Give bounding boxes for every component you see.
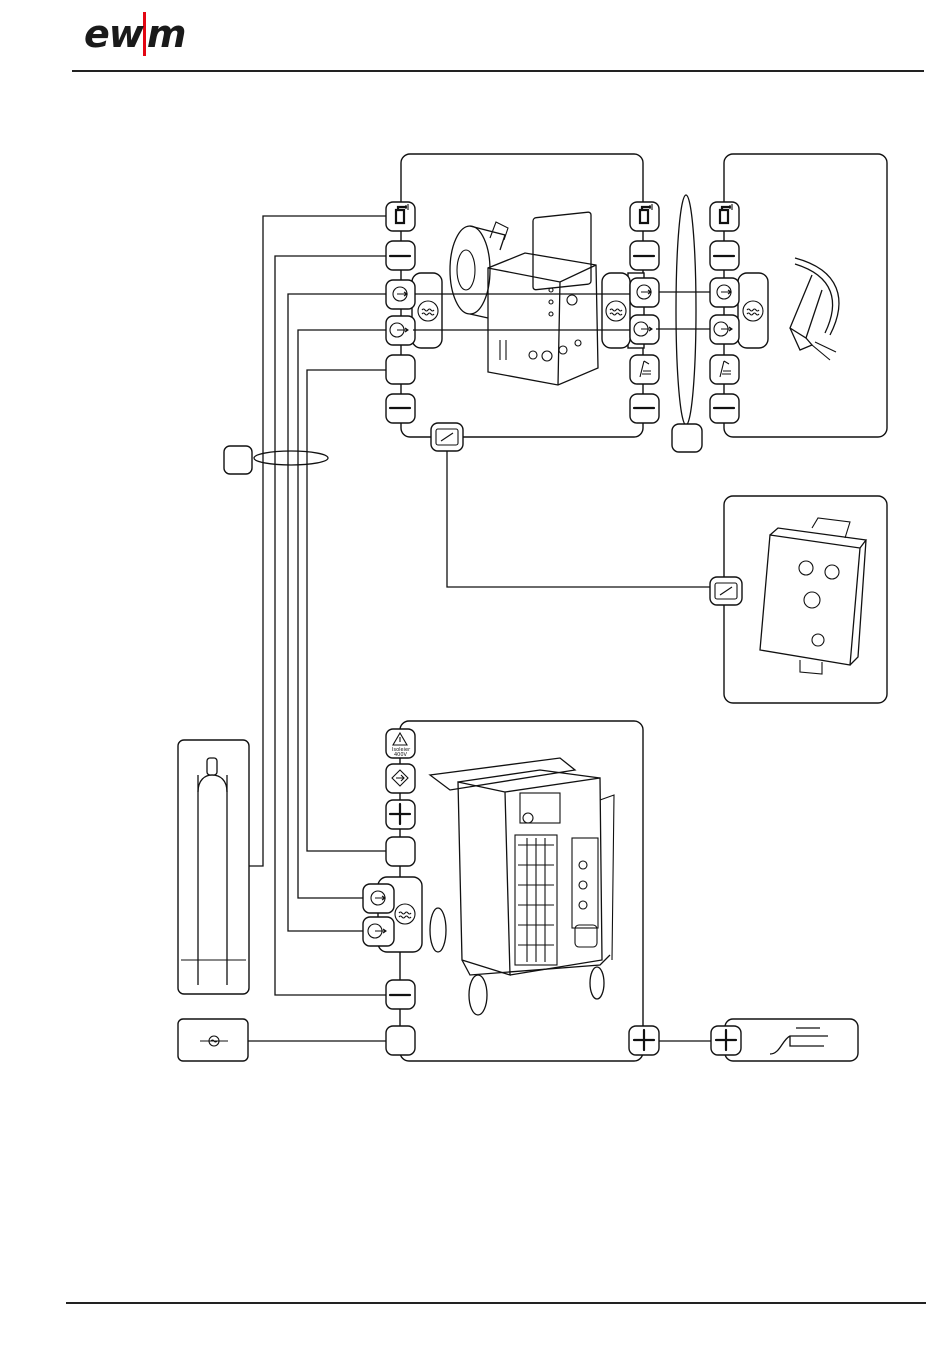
remote-control-icon: [724, 496, 887, 703]
welding-torch-icon: [724, 154, 887, 437]
hose-package-bundle: [254, 451, 328, 465]
warning-line-2: 400V: [394, 752, 408, 758]
power-source-icon: [378, 721, 643, 1061]
gas-cylinder-icon: [178, 740, 249, 994]
wire-feeder-icon: [401, 154, 644, 437]
workpiece-icon: [711, 1019, 858, 1061]
mains-supply-icon: [178, 1019, 248, 1061]
torch-hose-label: [672, 424, 702, 452]
hose-package-label: [224, 446, 252, 474]
torch-hose-bundle: [676, 195, 696, 425]
